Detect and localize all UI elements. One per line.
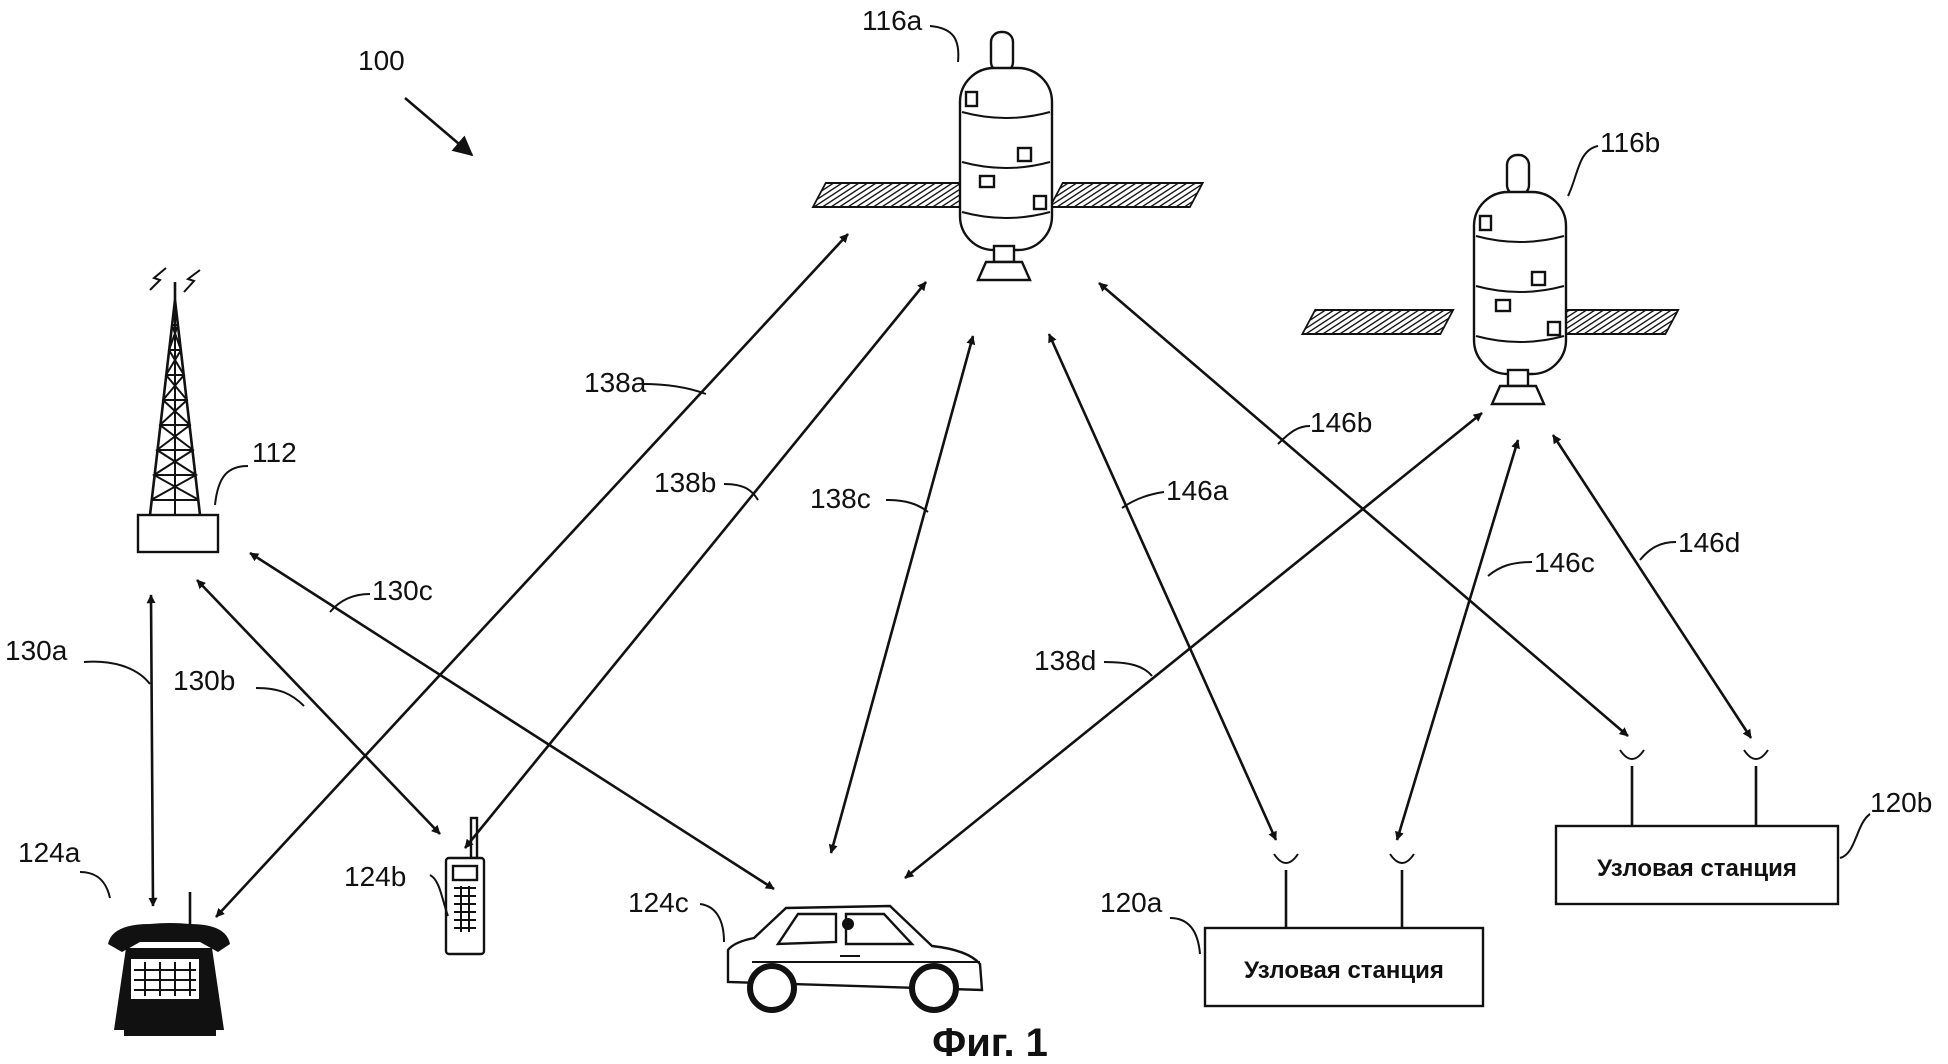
link-146a-arrow bbox=[1047, 333, 1278, 841]
link-138a-label: 138a bbox=[584, 367, 647, 398]
gateway-b-icon bbox=[1554, 749, 1840, 906]
link-146a-label: 146a bbox=[1166, 475, 1229, 506]
link-138a-leader bbox=[641, 383, 707, 395]
gateway-a-leader bbox=[1169, 917, 1201, 955]
link-130a-leader bbox=[83, 660, 151, 685]
system-ref-arrow bbox=[404, 97, 474, 157]
base-station-leader bbox=[214, 465, 249, 506]
link-146d-label: 146d bbox=[1678, 527, 1740, 558]
gateway-b-label: 120b bbox=[1870, 787, 1932, 818]
base-station-tower-icon bbox=[136, 267, 220, 554]
link-138d-leader bbox=[1103, 661, 1153, 677]
link-146c-label: 146c bbox=[1534, 547, 1595, 578]
link-130c-arrow bbox=[249, 551, 775, 891]
base-station-label: 112 bbox=[252, 437, 297, 468]
gateway-a-icon bbox=[1203, 853, 1485, 1008]
link-138a-arrow bbox=[215, 233, 849, 918]
satellite-b-label: 116b bbox=[1600, 127, 1660, 158]
handset-label: 124b bbox=[344, 861, 406, 892]
satellite-b-icon bbox=[1300, 153, 1680, 406]
link-146d-arrow bbox=[1551, 434, 1753, 739]
car-label: 124c bbox=[628, 887, 689, 918]
link-146b-arrow bbox=[1098, 282, 1629, 737]
link-130a-label: 130a bbox=[5, 635, 68, 666]
gateway-b-text: Узловая станция bbox=[1597, 855, 1797, 882]
link-130c-label: 130c bbox=[372, 575, 433, 606]
satellite-b-leader bbox=[1567, 145, 1599, 197]
link-138c-leader bbox=[885, 499, 929, 513]
link-146b-label: 146b bbox=[1310, 407, 1372, 438]
handset-icon bbox=[444, 816, 486, 956]
link-138c-arrow bbox=[828, 335, 976, 854]
car-leader bbox=[699, 903, 725, 943]
link-138b-label: 138b bbox=[654, 467, 716, 498]
phone-leader bbox=[79, 871, 111, 899]
gateway-a-text: Узловая станция bbox=[1244, 957, 1444, 984]
system-ref-label: 100 bbox=[358, 45, 405, 76]
gateway-b-leader bbox=[1839, 813, 1871, 859]
link-146b-leader bbox=[1277, 425, 1311, 445]
link-146c-arrow bbox=[1395, 439, 1520, 841]
car-icon bbox=[726, 904, 984, 1013]
link-138c-label: 138c bbox=[810, 483, 871, 514]
satellite-a-icon bbox=[811, 30, 1205, 282]
phone-label: 124a bbox=[18, 837, 81, 868]
desk-phone-icon bbox=[108, 892, 230, 1036]
link-146c-leader bbox=[1487, 561, 1533, 577]
satellite-a-label: 116a bbox=[862, 5, 923, 36]
link-130b-label: 130b bbox=[173, 665, 235, 696]
link-146d-leader bbox=[1639, 541, 1677, 561]
link-130b-arrow bbox=[196, 579, 441, 835]
figure-caption: Фиг. 1 bbox=[932, 1021, 1048, 1064]
link-146a-leader bbox=[1121, 491, 1165, 509]
link-138b-leader bbox=[723, 483, 759, 501]
link-130a-arrow bbox=[146, 594, 158, 907]
link-130b-leader bbox=[255, 687, 305, 707]
gateway-a-label: 120a bbox=[1100, 887, 1163, 918]
satellite-a-leader bbox=[929, 25, 960, 63]
link-138d-label: 138d bbox=[1034, 645, 1096, 676]
